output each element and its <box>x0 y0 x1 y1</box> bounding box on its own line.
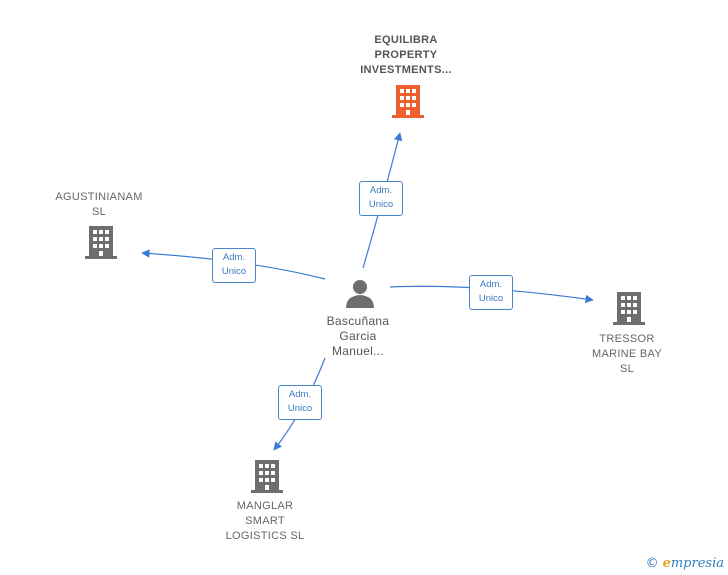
edge-label-to-equilibra: Adm. Unico <box>359 181 403 216</box>
node-label-agustinianam[interactable]: AGUSTINIANAM SL <box>55 191 143 218</box>
edge-label-to-manglar: Adm. Unico <box>278 385 322 420</box>
building-icon[interactable] <box>251 460 283 493</box>
node-label-manglar[interactable]: MANGLAR SMART LOGISTICS SL <box>225 500 305 542</box>
building-icon[interactable] <box>392 85 424 118</box>
person-icon[interactable] <box>346 280 374 308</box>
building-icon[interactable] <box>613 292 645 325</box>
edge-label-to-tressor: Adm. Unico <box>469 275 513 310</box>
brand-watermark: ©empresia <box>646 556 724 571</box>
node-label-equilibra[interactable]: EQUILIBRA PROPERTY INVESTMENTS... <box>360 34 452 76</box>
edge-label-to-agustinianam: Adm. Unico <box>212 248 256 283</box>
node-label-person[interactable]: Bascuñana Garcia Manuel... <box>326 314 390 358</box>
brand-name: mpresia <box>670 556 724 571</box>
copyright-symbol: © <box>645 556 659 571</box>
node-label-tressor[interactable]: TRESSOR MARINE BAY SL <box>591 333 663 375</box>
brand-initial: e <box>662 556 671 571</box>
building-icon[interactable] <box>85 226 117 259</box>
